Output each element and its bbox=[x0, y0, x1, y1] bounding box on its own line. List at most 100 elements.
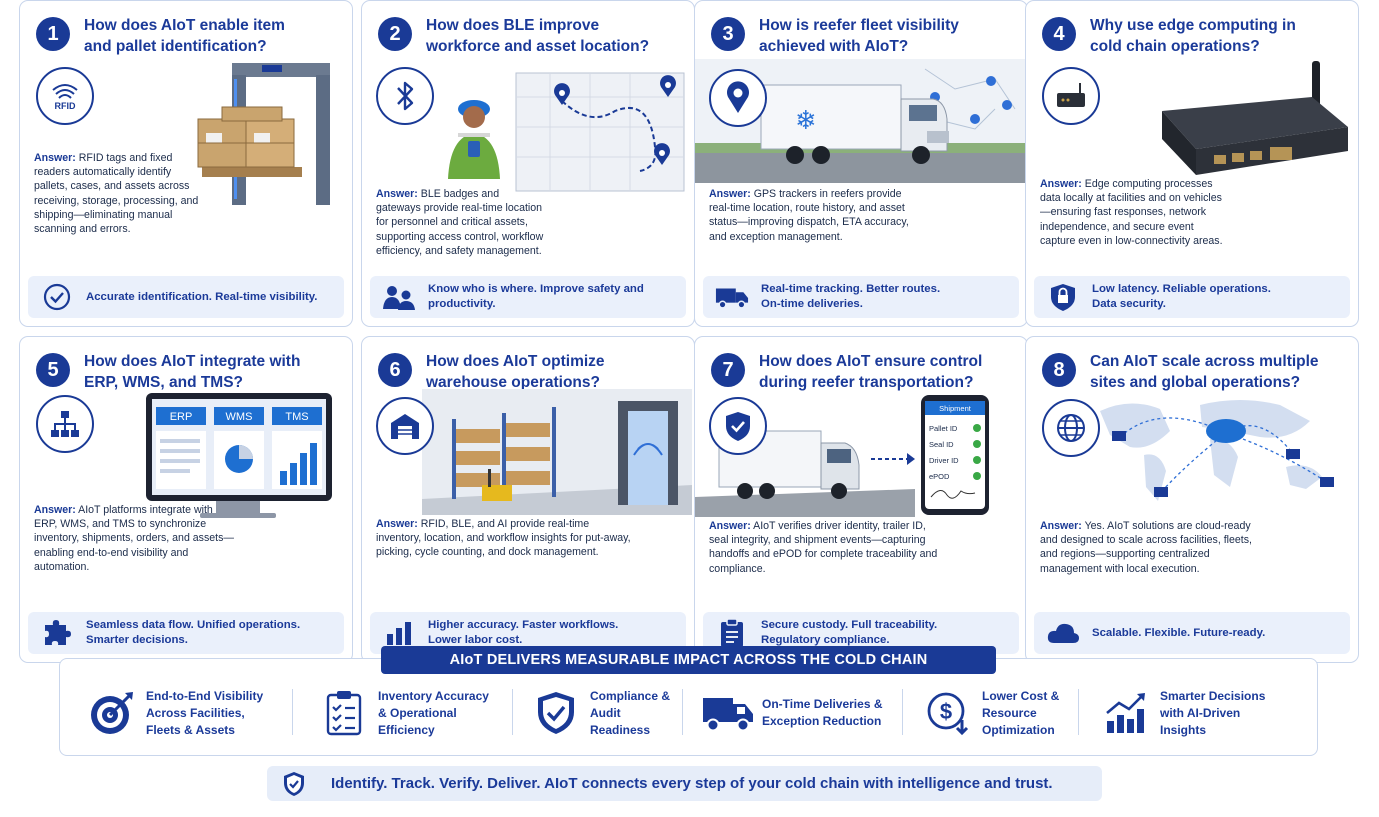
card-question: How is reefer fleet visibility achieved … bbox=[759, 17, 959, 55]
benefit-text: Low latency. Reliable operations. Data s… bbox=[1092, 283, 1271, 310]
card-number: 2 bbox=[378, 17, 412, 51]
impact-item-compliance: Compliance & Audit Readiness bbox=[530, 685, 670, 741]
answer-label: Answer: bbox=[709, 188, 751, 200]
impact-item-inventory: Inventory Accuracy & Operational Efficie… bbox=[318, 685, 500, 741]
phone-title: Shipment bbox=[939, 404, 972, 413]
warehouse-icon bbox=[376, 397, 434, 455]
answer-text: AIoT verifies driver identity, trailer I… bbox=[709, 520, 938, 575]
card-number: 3 bbox=[711, 17, 745, 51]
people-icon bbox=[382, 282, 416, 312]
cloud-icon bbox=[1046, 618, 1080, 648]
card-question: How does AIoT ensure control during reef… bbox=[759, 353, 983, 391]
divider bbox=[512, 689, 513, 735]
faq-card-4: 4 Why use edge computing in cold chain o… bbox=[1025, 0, 1359, 327]
impact-panel: End-to-End Visibility Across Facilities,… bbox=[59, 658, 1318, 756]
impact-label: Inventory Accuracy & Operational Efficie… bbox=[378, 688, 489, 737]
answer-label: Answer: bbox=[1040, 520, 1082, 532]
screen-tab-erp: ERP bbox=[170, 411, 193, 423]
divider bbox=[292, 689, 293, 735]
faq-card-7: 7 How does AIoT ensure control during re… bbox=[694, 336, 1028, 663]
answer-text: GPS trackers in reefers provide real-tim… bbox=[709, 188, 909, 243]
benefit-bar: Seamless data flow. Unified operations. … bbox=[28, 612, 344, 654]
card-question: Why use edge computing in cold chain ope… bbox=[1090, 17, 1296, 55]
faq-card-5: 5 How does AIoT integrate with ERP, WMS,… bbox=[19, 336, 353, 663]
card-question: Can AIoT scale across multiple sites and… bbox=[1090, 353, 1319, 391]
worker-map-illustration bbox=[448, 72, 685, 192]
phone-row-driver: Driver ID bbox=[929, 456, 959, 465]
impact-item-cost: $ Lower Cost & Resource Optimization bbox=[922, 685, 1078, 741]
divider bbox=[1078, 689, 1079, 735]
benefit-text: Seamless data flow. Unified operations. … bbox=[86, 619, 301, 646]
card-answer: Answer: AIoT verifies driver identity, t… bbox=[709, 519, 939, 576]
answer-text: Yes. AIoT solutions are cloud-ready and … bbox=[1040, 520, 1252, 575]
footer-text: Identify. Track. Verify. Deliver. AIoT c… bbox=[331, 775, 1053, 792]
phone-row-pallet: Pallet ID bbox=[929, 424, 958, 433]
card-answer: Answer: GPS trackers in reefers provide … bbox=[709, 187, 919, 244]
benefit-bar: Scalable. Flexible. Future-ready. bbox=[1034, 612, 1350, 654]
benefit-text: Know who is where. Improve safety and pr… bbox=[428, 283, 644, 310]
benefit-bar: Real-time tracking. Better routes. On-ti… bbox=[703, 276, 1019, 318]
divider bbox=[902, 689, 903, 735]
impact-item-visibility: End-to-End Visibility Across Facilities,… bbox=[86, 685, 274, 741]
faq-card-3: 3 How is reefer fleet visibility achieve… bbox=[694, 0, 1028, 327]
card-answer: Answer: Edge computing processes data lo… bbox=[1040, 177, 1230, 248]
benefit-text: Real-time tracking. Better routes. On-ti… bbox=[761, 283, 941, 310]
answer-text: Edge computing processes data locally at… bbox=[1040, 178, 1223, 247]
card-question: How does AIoT enable item and pallet ide… bbox=[84, 17, 285, 55]
checklist-icon bbox=[318, 688, 370, 738]
trend-chart-icon bbox=[1100, 688, 1152, 738]
impact-label: Compliance & Audit Readiness bbox=[590, 688, 671, 737]
location-pin-icon bbox=[709, 69, 767, 127]
faq-card-1: 1 How does AIoT enable item and pallet i… bbox=[19, 0, 353, 327]
divider bbox=[682, 689, 683, 735]
answer-text: RFID, BLE, and AI provide real-time inve… bbox=[376, 518, 631, 559]
check-circle-icon bbox=[40, 282, 74, 312]
screen-tab-wms: WMS bbox=[226, 411, 253, 423]
card-number: 7 bbox=[711, 353, 745, 387]
impact-item-decisions: Smarter Decisions with AI-Driven Insight… bbox=[1100, 685, 1282, 741]
phone-row-seal: Seal ID bbox=[929, 440, 954, 449]
shield-check-icon bbox=[281, 771, 307, 797]
svg-text:❄: ❄ bbox=[795, 106, 817, 136]
truck-icon bbox=[702, 688, 754, 738]
card-number: 5 bbox=[36, 353, 70, 387]
answer-label: Answer: bbox=[34, 152, 76, 164]
svg-text:$: $ bbox=[940, 699, 952, 724]
answer-text: AIoT platforms integrate with ERP, WMS, … bbox=[34, 504, 234, 573]
card-answer: Answer: RFID, BLE, and AI provide real-t… bbox=[376, 517, 636, 560]
benefit-text: Accurate identification. Real-time visib… bbox=[86, 290, 318, 303]
benefit-bar: Low latency. Reliable operations. Data s… bbox=[1034, 276, 1350, 318]
answer-label: Answer: bbox=[34, 504, 76, 516]
shield-check-icon bbox=[530, 688, 582, 738]
warehouse-illustration bbox=[422, 389, 692, 515]
answer-label: Answer: bbox=[1040, 178, 1082, 190]
benefit-bar: Know who is where. Improve safety and pr… bbox=[370, 276, 686, 318]
faq-card-2: 2 How does BLE improve workforce and ass… bbox=[361, 0, 695, 327]
org-chart-icon bbox=[36, 395, 94, 453]
bluetooth-icon bbox=[376, 67, 434, 125]
impact-item-deliveries: On-Time Deliveries & Exception Reduction bbox=[702, 685, 888, 741]
truck-icon bbox=[715, 282, 749, 312]
benefit-text: Scalable. Flexible. Future-ready. bbox=[1092, 626, 1266, 639]
edge-device-icon bbox=[1042, 67, 1100, 125]
world-map-illustration bbox=[1100, 400, 1334, 501]
faq-card-6: 6 How does AIoT optimize warehouse opera… bbox=[361, 336, 695, 663]
card-question: How does AIoT integrate with ERP, WMS, a… bbox=[84, 353, 301, 391]
dashboard-monitor-illustration: ERP WMS TMS bbox=[146, 393, 332, 518]
bar-chart-icon bbox=[382, 618, 416, 648]
card-number: 1 bbox=[36, 17, 70, 51]
card-number: 8 bbox=[1042, 353, 1076, 387]
screen-tab-tms: TMS bbox=[285, 411, 308, 423]
clipboard-icon bbox=[715, 618, 749, 648]
impact-label: Smarter Decisions with AI-Driven Insight… bbox=[1160, 688, 1266, 737]
answer-label: Answer: bbox=[376, 518, 418, 530]
rfid-label: RFID bbox=[55, 101, 76, 111]
benefit-text: Higher accuracy. Faster workflows. Lower… bbox=[428, 619, 619, 646]
card-number: 4 bbox=[1042, 17, 1076, 51]
card-answer: Answer: RFID tags and fixed readers auto… bbox=[34, 151, 204, 236]
card-question: How does AIoT optimize warehouse operati… bbox=[426, 353, 605, 391]
rfid-portal-illustration bbox=[197, 63, 330, 205]
benefit-text: Secure custody. Full traceability. Regul… bbox=[761, 619, 938, 646]
rfid-icon: RFID bbox=[36, 67, 94, 125]
lock-shield-icon bbox=[1046, 282, 1080, 312]
